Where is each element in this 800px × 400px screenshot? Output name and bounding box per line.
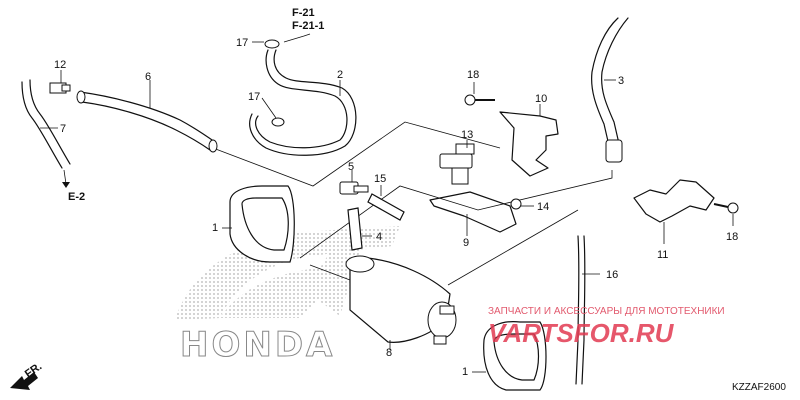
honda-wordmark: HONDA: [180, 325, 335, 365]
diagram-code: KZZAF2600: [732, 382, 786, 393]
callout-5: 5: [348, 161, 354, 173]
bracket-part-10: [499, 111, 559, 177]
band-part-1-upper: [222, 185, 295, 263]
bracket-part-9: [429, 191, 517, 233]
callout-2: 2: [337, 69, 343, 81]
hose-part-6: [79, 91, 216, 151]
tube-part-15: [367, 185, 405, 221]
callout-3: 3: [618, 75, 624, 87]
front-label: FR.: [23, 360, 44, 380]
callout-17-mid: 17: [248, 91, 260, 103]
callout-13: 13: [461, 129, 473, 141]
band-part-1-lower: [472, 321, 547, 391]
callout-15: 15: [374, 173, 386, 185]
bolt-part-18-top: [464, 82, 495, 106]
callout-14: 14: [537, 201, 549, 213]
nut-part-14: [510, 198, 534, 210]
ref-e2: E-2: [68, 191, 85, 203]
fitting-part-12: [49, 70, 71, 94]
f21-pointer: [283, 33, 311, 43]
solenoid-part-13: [439, 140, 475, 185]
callout-6: 6: [145, 71, 151, 83]
callout-1-lower: 1: [462, 366, 468, 378]
callout-4: 4: [376, 231, 382, 243]
clamp-part-17-mid: [261, 97, 285, 127]
watermark-site: VARTSFOR.RU: [488, 318, 675, 348]
callout-18-right: 18: [726, 231, 738, 243]
hose-part-16: [575, 235, 586, 385]
front-direction-arrow: [10, 372, 38, 390]
ref-f21: F-21: [292, 7, 315, 19]
callout-18-top: 18: [467, 69, 479, 81]
hose-part-3: [591, 17, 629, 151]
bracket-part-11: [633, 179, 715, 223]
watermark-tagline: ЗАПЧАСТИ И АКСЕССУАРЫ ДЛЯ МОТОТЕХНИКИ: [488, 306, 725, 317]
callout-8: 8: [386, 347, 392, 359]
bolt-part-18-right: [713, 202, 739, 226]
hose-part-2: [249, 49, 357, 156]
callout-1-upper: 1: [212, 222, 218, 234]
hose-part-4: [347, 207, 372, 251]
callout-17-top: 17: [236, 37, 248, 49]
assembly-frame: [212, 121, 613, 286]
hose-part-7: [21, 79, 71, 169]
callout-7: 7: [60, 123, 66, 135]
callout-11: 11: [657, 249, 668, 261]
callout-9: 9: [463, 237, 469, 249]
e2-pointer: [63, 169, 67, 185]
clamp-part-17-top: [252, 39, 280, 49]
callout-10: 10: [535, 93, 547, 105]
callout-16: 16: [606, 269, 618, 281]
ref-f21-1: F-21-1: [292, 20, 324, 32]
canister-part-8: [345, 255, 457, 350]
joint-part-5: [339, 170, 369, 195]
callout-12: 12: [54, 59, 66, 71]
